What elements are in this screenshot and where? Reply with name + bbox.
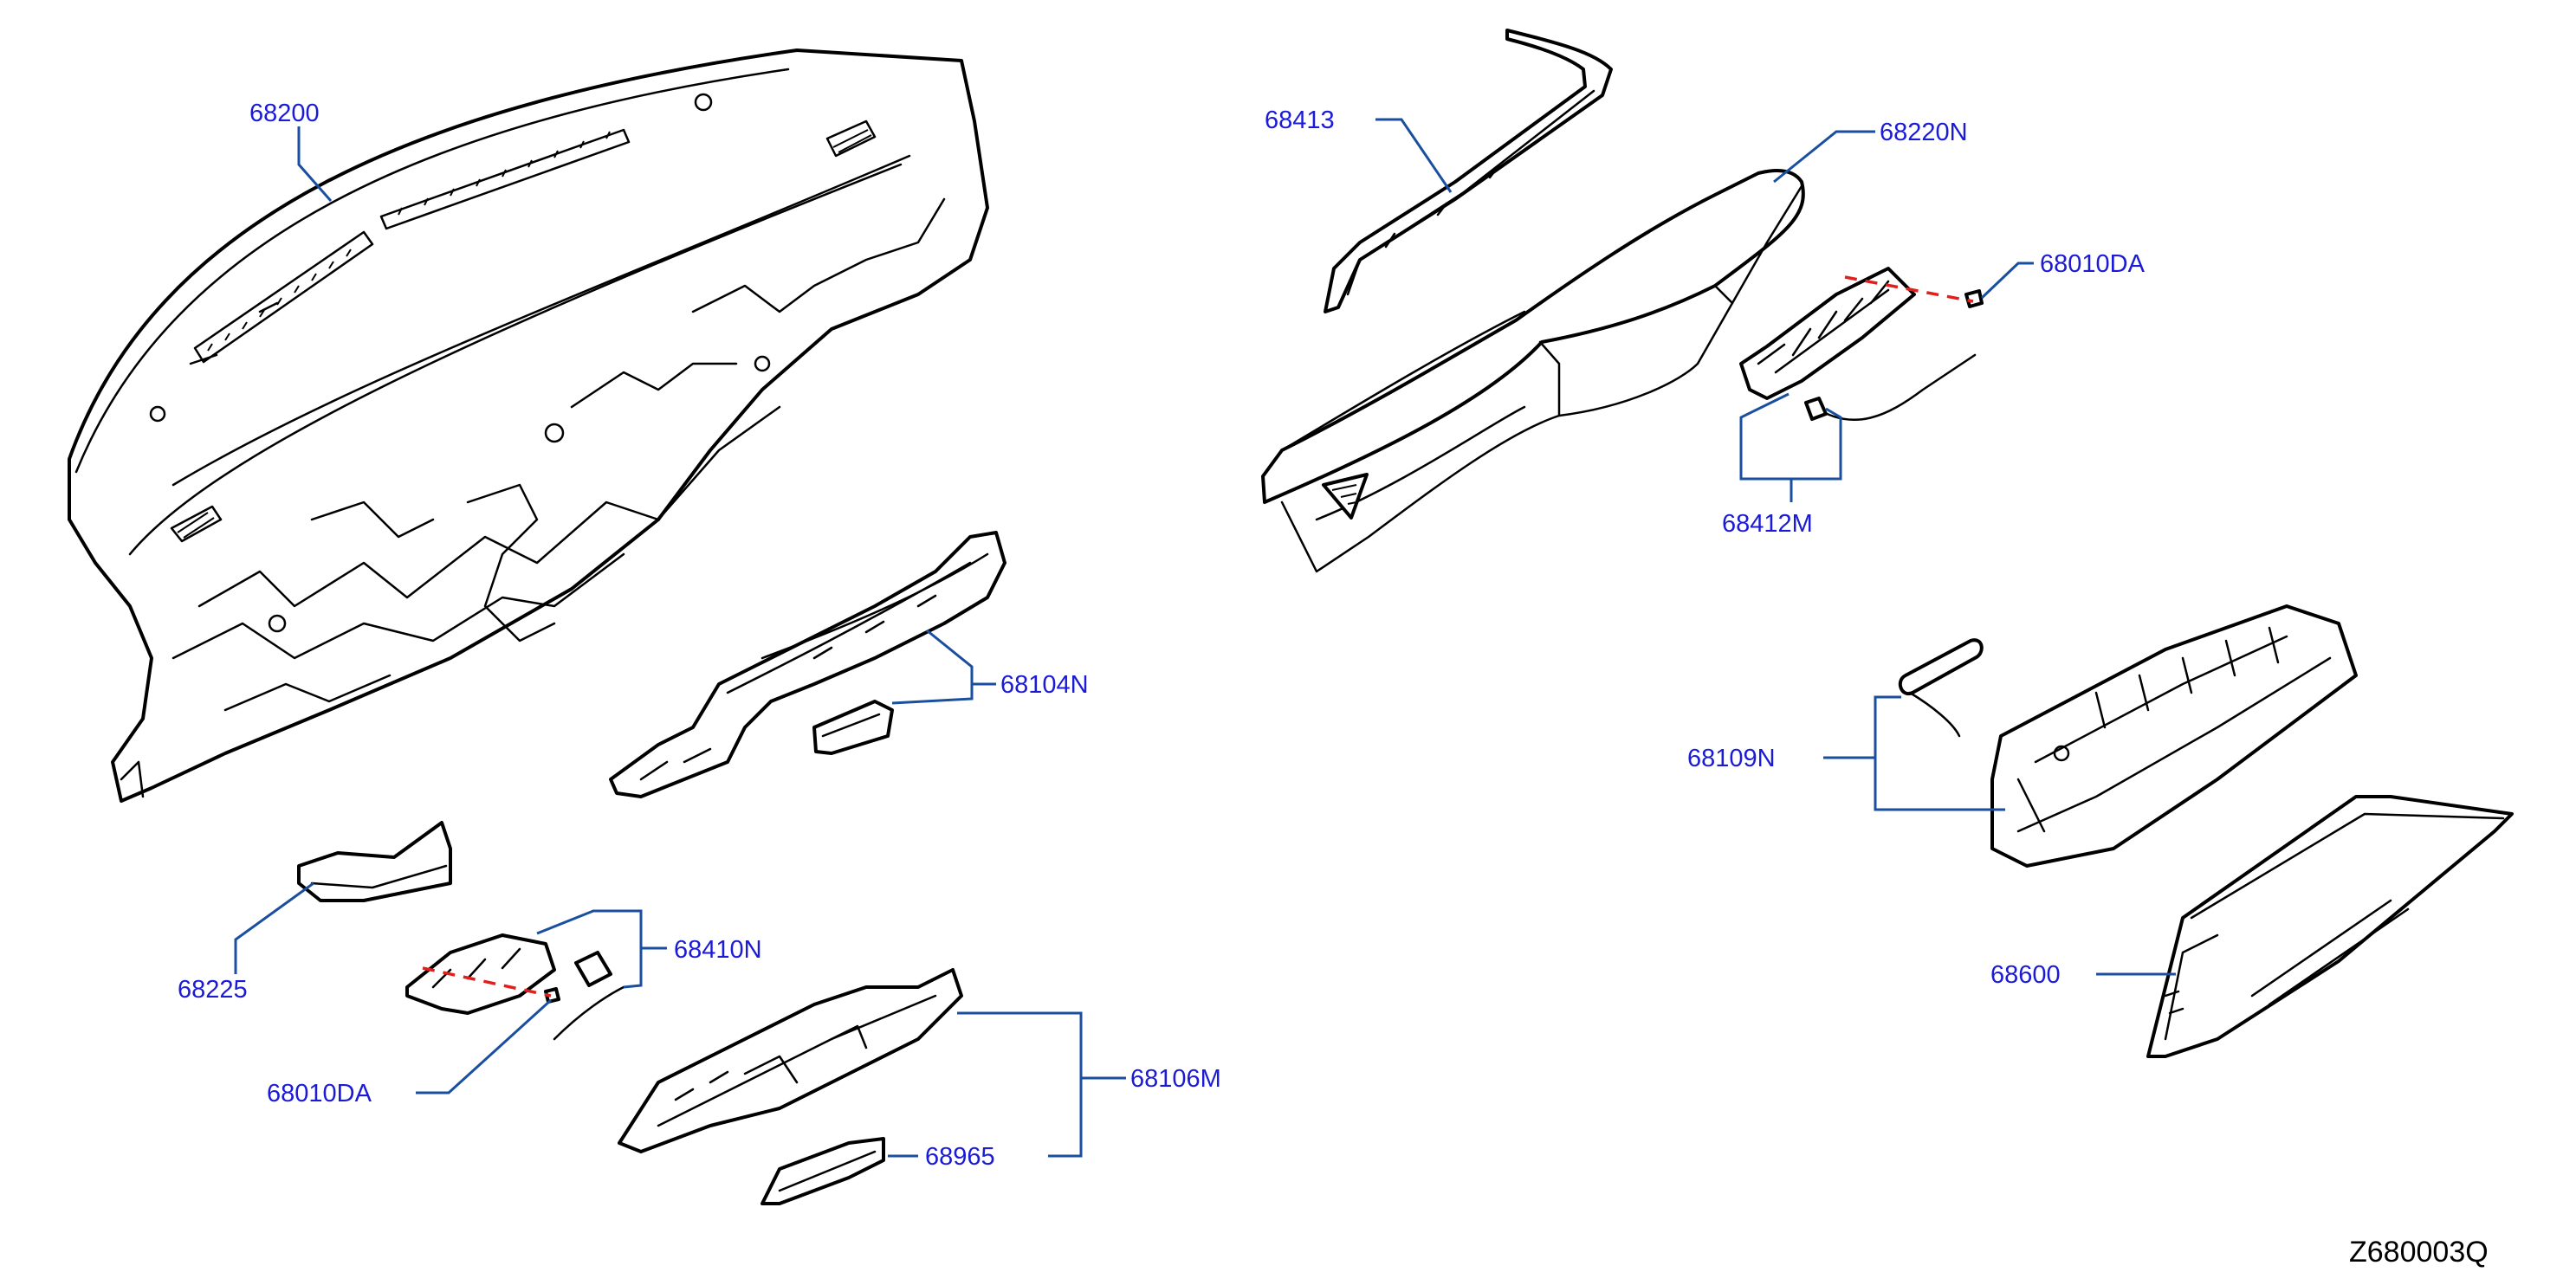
label-68200: 68200: [249, 100, 320, 127]
part-68104N-lower-panel: [609, 531, 1006, 798]
part-68410N-bracket: [405, 933, 625, 1041]
alignment-hint-left: [422, 966, 552, 998]
part-68010DA-left-clip: [544, 987, 560, 1004]
leader-68010DA-right: [1980, 262, 2034, 300]
label-68410N: 68410N: [674, 936, 762, 964]
label-68220N: 68220N: [1880, 119, 1968, 146]
label-68413: 68413: [1265, 107, 1335, 134]
leader-68410N: [536, 909, 643, 989]
leader-68106M: [957, 1011, 1083, 1158]
label-68109N: 68109N: [1687, 745, 1776, 772]
leader-lines: [234, 118, 2176, 1158]
alignment-hint-right: [1844, 275, 1974, 303]
diagram-code: Z680003Q: [2349, 1236, 2489, 1269]
leader-68225: [234, 881, 314, 974]
label-68010DA-left: 68010DA: [267, 1080, 372, 1107]
leader-68220N: [1773, 130, 1875, 184]
label-68965: 68965: [925, 1143, 995, 1171]
part-68413-trim-strip: [1324, 29, 1613, 313]
leader-68109N: [1874, 695, 2005, 811]
part-68010DA-right-clip: [1964, 289, 1984, 308]
part-68225-finisher: [297, 821, 452, 902]
leader-68010DA-left: [416, 998, 553, 1095]
part-68412M-bracket: [1739, 267, 1977, 421]
label-68104N: 68104N: [1000, 671, 1089, 699]
leader-68200: [297, 126, 333, 202]
part-68220N-lower-cover: [1261, 169, 1805, 573]
part-68200-instrument-panel: [68, 48, 989, 803]
part-68600-glove-box: [2146, 795, 2514, 1058]
part-labels: 68200 68413 68220N 68010DA 68412M 68104N…: [178, 100, 2146, 1171]
part-68109N-glove-housing: [1898, 604, 2358, 868]
label-68106M: 68106M: [1130, 1065, 1221, 1093]
leader-68413: [1375, 118, 1453, 193]
label-68225: 68225: [178, 976, 248, 1004]
label-68412M: 68412M: [1722, 510, 1813, 538]
part-68106M-lower-cover: [618, 968, 963, 1153]
label-68010DA-right: 68010DA: [2040, 250, 2146, 278]
part-68965-panel: [761, 1137, 885, 1205]
leader-68412M: [1739, 392, 1842, 481]
label-68600: 68600: [1990, 961, 2061, 989]
